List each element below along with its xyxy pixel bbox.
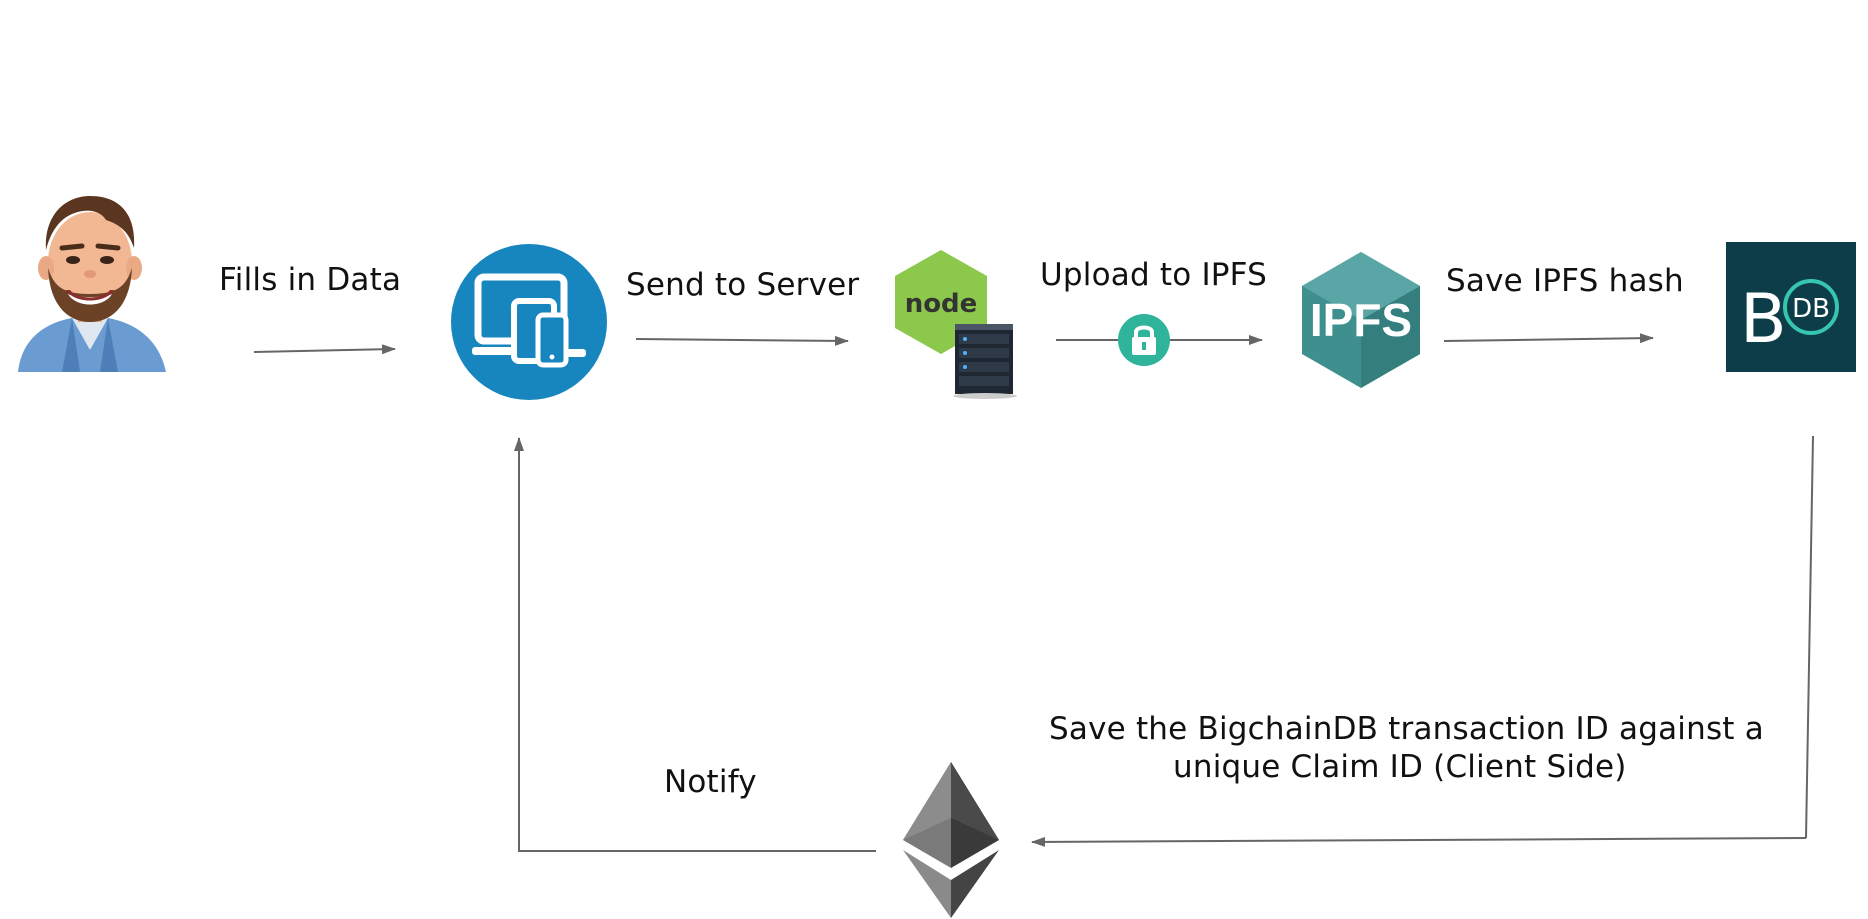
connector-ethereum-left (514, 437, 876, 852)
bigchaindb-b: B (1740, 280, 1787, 359)
server-rack-icon (953, 324, 1017, 399)
arrow-ipfs-to-bigchaindb (1443, 333, 1654, 344)
person-avatar-icon (10, 190, 170, 372)
lock-icon (1118, 314, 1170, 366)
bigchaindb-logo-icon: B DB (1726, 242, 1856, 372)
arrow-bigchaindb-to-ethereum (1031, 836, 1807, 847)
bigchaindb-db: DB (1792, 294, 1830, 324)
ipfs-logo-icon: IPFS (1302, 252, 1420, 388)
nodejs-server-icon: node (893, 250, 1021, 400)
arrow-client-to-server (635, 335, 849, 346)
node-logo-text: node (905, 289, 978, 319)
devices-icon (450, 243, 608, 401)
label-save-ipfs-hash: Save IPFS hash (1446, 263, 1684, 299)
label-send-to-server: Send to Server (626, 267, 860, 303)
label-save-bigchain-line2: unique Claim ID (Client Side) (1173, 749, 1627, 785)
connector-bigchaindb-down (1805, 435, 1814, 839)
label-save-bigchain-line1: Save the BigchainDB transaction ID again… (1049, 711, 1764, 747)
ipfs-logo-text: IPFS (1310, 294, 1412, 346)
label-notify: Notify (664, 764, 757, 800)
arrow-user-to-client (253, 344, 396, 355)
label-fills-in-data: Fills in Data (219, 262, 402, 298)
ethereum-logo-icon (903, 762, 999, 918)
label-upload-to-ipfs: Upload to IPFS (1040, 257, 1268, 293)
